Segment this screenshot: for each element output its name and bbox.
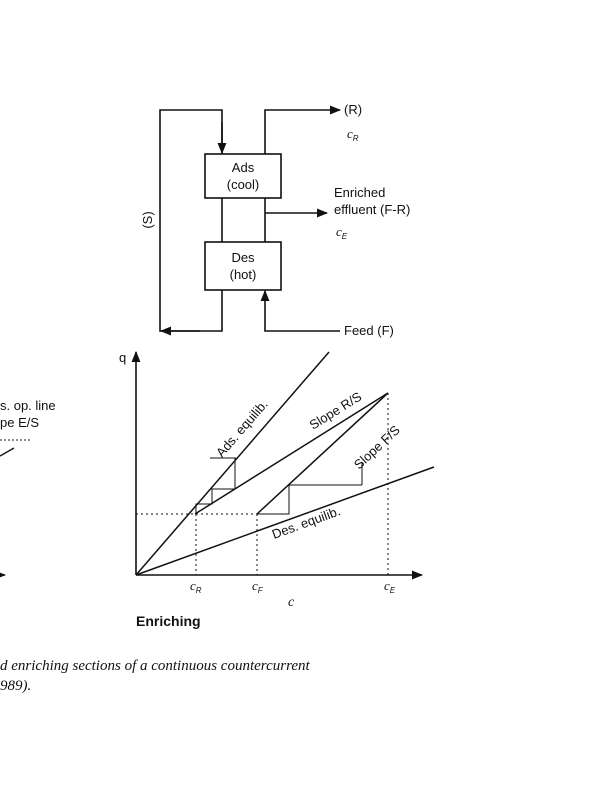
left-fragment-line1: s. op. line bbox=[0, 398, 56, 413]
left-fragment-solid bbox=[0, 447, 15, 457]
slope-fs-label: Slope F/S bbox=[351, 422, 403, 472]
r-outlet-label: (R) bbox=[344, 102, 362, 117]
slope-fs-line bbox=[256, 392, 389, 515]
ads-equilibrium-line bbox=[135, 351, 330, 576]
slope-rs-line bbox=[194, 392, 389, 515]
solid-recycle-loop bbox=[159, 109, 223, 332]
feed-label: Feed (F) bbox=[344, 323, 394, 338]
c-r-label: cR bbox=[347, 126, 359, 143]
left-fragment-line2: pe E/S bbox=[0, 415, 39, 430]
c-e-label: cE bbox=[336, 224, 348, 241]
tick-cf: cF bbox=[252, 578, 264, 595]
des-label-line2: (hot) bbox=[230, 267, 257, 282]
chart-title: Enriching bbox=[136, 613, 201, 629]
ads-label-line1: Ads bbox=[232, 160, 255, 175]
enriching-chart bbox=[131, 350, 435, 580]
staircase-rs bbox=[195, 458, 236, 514]
tick-cr: cR bbox=[190, 578, 202, 595]
enriched-label-line2: effluent (F-R) bbox=[334, 202, 410, 217]
y-axis-label: q bbox=[119, 350, 126, 365]
r-outlet-line bbox=[264, 105, 342, 154]
caption-line1: d enriching sections of a continuous cou… bbox=[0, 658, 310, 674]
ads-label-line2: (cool) bbox=[227, 177, 260, 192]
des-equilibrium-line bbox=[135, 466, 435, 576]
side-s-label: (S) bbox=[140, 211, 155, 228]
feed-inlet-line bbox=[260, 289, 340, 332]
enriched-label-line1: Enriched bbox=[334, 185, 385, 200]
x-axis-label: c bbox=[288, 595, 295, 610]
flow-diagram bbox=[159, 105, 342, 336]
des-box bbox=[204, 241, 282, 291]
staircase-fs bbox=[257, 484, 362, 515]
des-label-line1: Des bbox=[231, 250, 255, 265]
ads-box bbox=[204, 153, 282, 199]
tick-ce: cE bbox=[384, 578, 396, 595]
caption-line2: 989). bbox=[0, 678, 32, 694]
